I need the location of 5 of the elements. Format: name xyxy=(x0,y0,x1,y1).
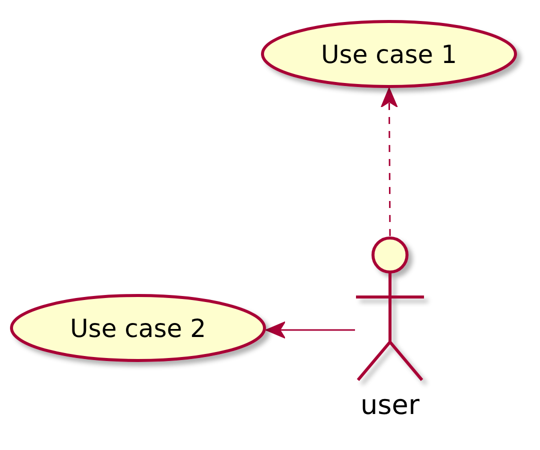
actor-label: user xyxy=(360,390,420,422)
arrow xyxy=(380,88,398,236)
use-case-ellipse: Use case 1 xyxy=(261,20,517,88)
arrow xyxy=(265,322,355,338)
use-case-ellipse: Use case 2 xyxy=(10,294,266,362)
